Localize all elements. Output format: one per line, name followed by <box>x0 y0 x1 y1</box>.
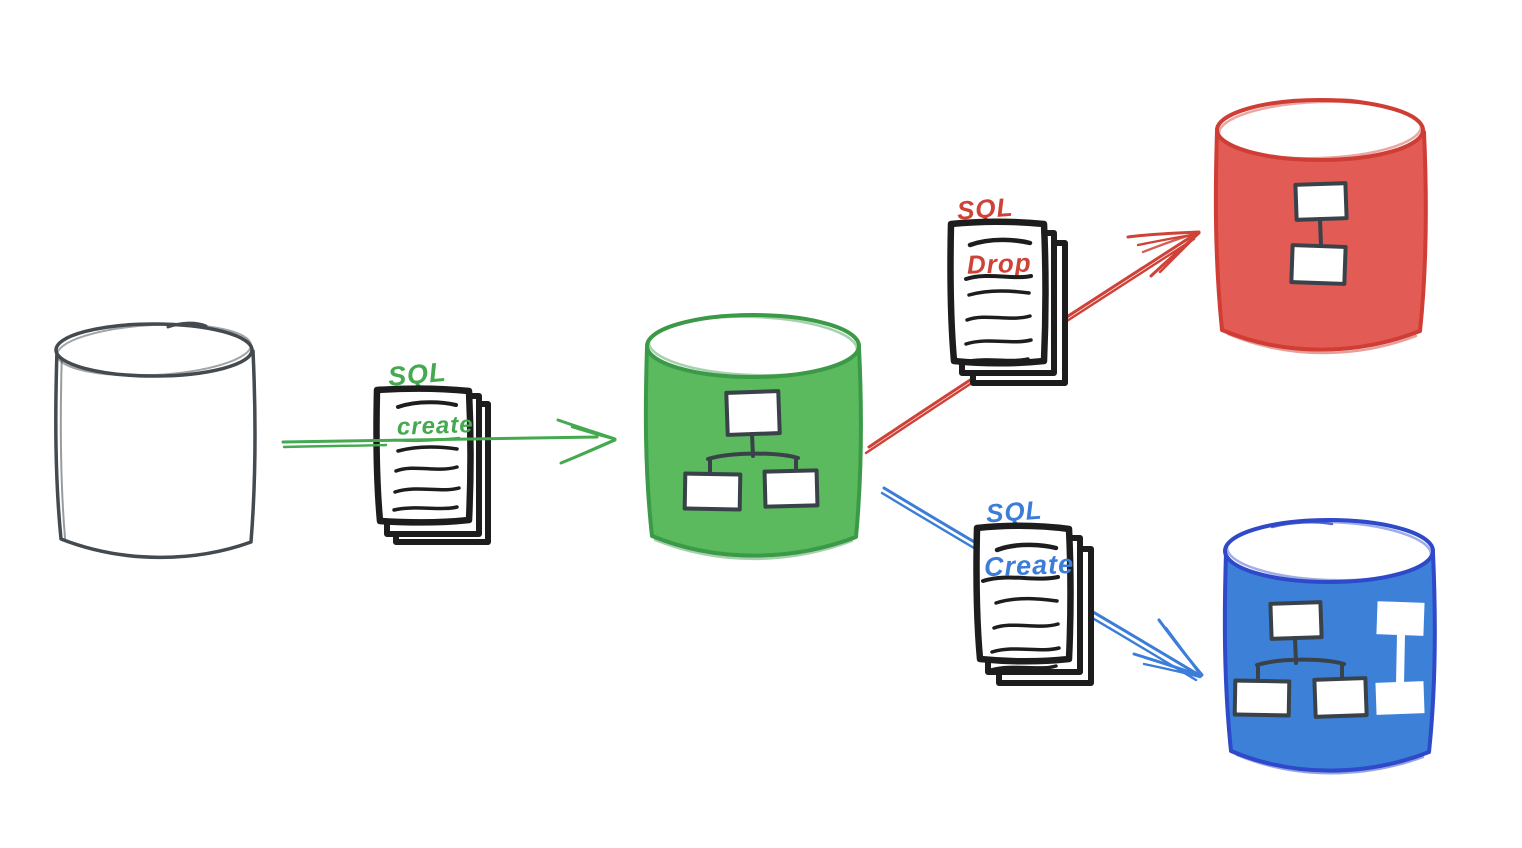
sql-create-document-green: SQL create <box>373 357 491 545</box>
cylinder-top-sketch <box>56 323 252 377</box>
cylinder-pen-flick <box>166 321 208 329</box>
green-arrowhead-stroke <box>573 438 616 459</box>
green-arrow-shaft <box>281 435 599 444</box>
schema-child-box <box>682 471 743 512</box>
document-scribble-line <box>396 400 458 409</box>
cylinder-bottom-sketch <box>1235 753 1425 775</box>
red-arrowhead-stroke <box>1141 231 1199 254</box>
cylinder-top-sketch <box>1217 100 1423 160</box>
document-scribble-line <box>393 486 461 494</box>
green-arrowhead-stroke <box>570 425 616 441</box>
white-schema-box-bottom <box>1375 681 1425 715</box>
red-arrowhead-stroke <box>1126 230 1201 239</box>
schema-parent-box <box>1268 600 1324 641</box>
blue-arrowhead-stroke <box>1132 652 1203 678</box>
white-schema-box-top <box>1376 601 1425 636</box>
cylinder-bottom-sketch <box>1226 332 1418 355</box>
blue-database-cylinder <box>1222 518 1437 775</box>
cylinder-top <box>1215 98 1425 162</box>
cylinder-top <box>54 322 254 378</box>
blue-arrowhead-stroke <box>1142 662 1202 679</box>
document-scribble-line <box>963 357 1030 364</box>
document-scribble-line <box>990 646 1061 654</box>
document-front-page <box>373 385 474 526</box>
white-schema-connector <box>1396 633 1405 685</box>
blue-arrowhead-stroke <box>1164 626 1203 678</box>
schema-box-top <box>1293 181 1349 222</box>
schema-child-box <box>1312 676 1369 719</box>
cylinder-body <box>54 348 257 560</box>
cylinder-bottom-sketch <box>653 538 854 561</box>
green-database-cylinder <box>643 313 863 561</box>
document-scribble-line <box>994 596 1059 605</box>
document-scribble-line <box>965 314 1032 322</box>
green-arrow-shaft-sketch <box>282 443 388 449</box>
cylinder-top <box>645 313 861 379</box>
cylinder-top-sketch <box>1225 520 1433 582</box>
schema-connector <box>1318 217 1323 248</box>
document-scribble-line <box>994 542 1059 553</box>
empty-database-cylinder <box>54 321 257 560</box>
green-schema-tree <box>682 389 820 512</box>
document-scribble-line <box>989 664 1058 672</box>
cylinder-pen-flick <box>1270 521 1334 529</box>
create-keyword-underline <box>981 575 1060 583</box>
cylinder-top-sketch <box>647 315 859 377</box>
schema-connector <box>1255 657 1346 667</box>
schema-box-bottom <box>1289 243 1348 286</box>
cylinder-top <box>1223 518 1435 584</box>
sql-drop-document-red: SQL Drop <box>947 192 1068 386</box>
red-database-cylinder <box>1213 98 1428 355</box>
document-scribble-line <box>394 465 459 473</box>
document-scribble-line <box>967 289 1031 297</box>
document-scribble-line <box>967 237 1033 248</box>
schema-parent-box <box>724 389 782 437</box>
cylinder-pen-flick <box>1320 98 1380 108</box>
cylinder-body-sketch <box>59 349 66 539</box>
red-schema-remnant <box>1289 181 1349 286</box>
blue-schema-tree <box>1232 600 1369 719</box>
schema-child-box <box>762 468 820 509</box>
document-scribble-line <box>392 505 459 512</box>
sql-create-document-blue: SQL Create <box>973 495 1094 686</box>
drop-keyword-underline <box>964 274 1033 281</box>
schema-child-box <box>1232 678 1292 718</box>
document-scribble-line <box>992 622 1060 630</box>
document-scribble-line <box>964 338 1033 346</box>
green-arrow <box>281 418 617 465</box>
create-keyword: create <box>396 411 474 441</box>
document-scribble-line <box>396 445 459 453</box>
red-arrowhead-stroke <box>1158 232 1200 274</box>
schema-connector <box>706 451 800 461</box>
blue-schema-new-white-table <box>1375 601 1425 715</box>
